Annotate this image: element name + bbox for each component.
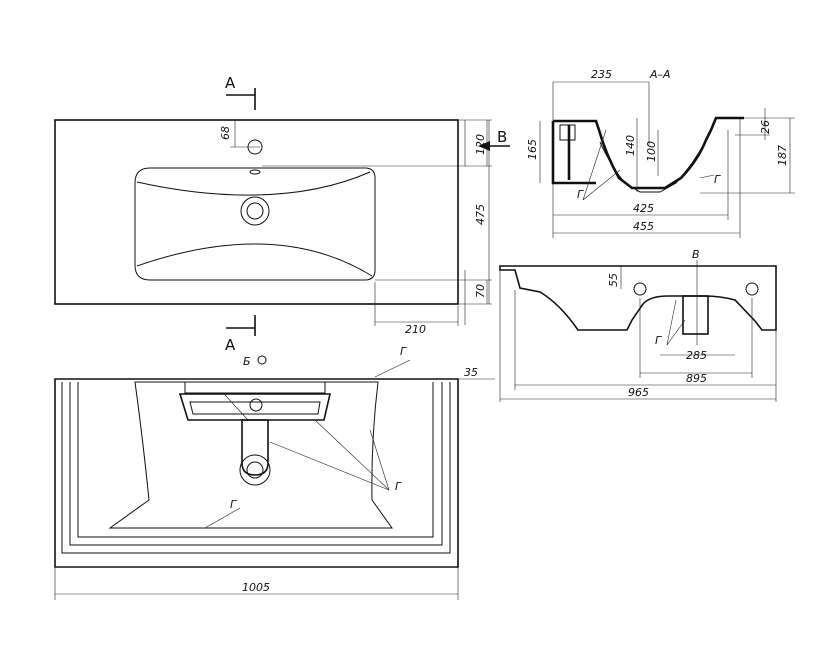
note-g-2: Г bbox=[714, 173, 721, 186]
dim-55: 55 bbox=[607, 273, 620, 287]
top-view bbox=[54, 88, 510, 336]
dim-70: 70 bbox=[474, 284, 487, 298]
view-b-arrow-label: B bbox=[497, 128, 507, 146]
note-g-5: Г bbox=[395, 480, 402, 493]
dim-285: 285 bbox=[686, 349, 707, 362]
dim-165: 165 bbox=[526, 139, 539, 160]
note-g-1: Г bbox=[577, 188, 584, 201]
section-a-top-label: A bbox=[225, 74, 236, 92]
dim-1005: 1005 bbox=[242, 581, 270, 594]
dim-455: 455 bbox=[633, 220, 654, 233]
dim-68: 68 bbox=[219, 126, 232, 140]
section-a-bottom-label: A bbox=[225, 336, 236, 354]
view-b-mark: Б bbox=[243, 355, 251, 368]
section-a-a-title: A–A bbox=[649, 68, 671, 81]
note-g-6: Г bbox=[230, 498, 237, 511]
bottom-view bbox=[54, 355, 495, 600]
dim-35: 35 bbox=[464, 366, 478, 379]
dim-210: 210 bbox=[405, 323, 426, 336]
view-b bbox=[499, 260, 777, 402]
top-view-dimensions bbox=[230, 119, 492, 326]
note-g-3: Г bbox=[655, 334, 662, 347]
labels: A A B A–A B Б Г Г Г Г Г Г 68 120 475 70 … bbox=[219, 68, 789, 594]
dim-235: 235 bbox=[591, 68, 612, 81]
dim-895: 895 bbox=[686, 372, 707, 385]
note-g-4: Г bbox=[400, 345, 407, 358]
dim-140: 140 bbox=[624, 135, 637, 156]
dim-187: 187 bbox=[776, 145, 789, 166]
dim-100: 100 bbox=[645, 141, 658, 162]
view-b-title: B bbox=[692, 248, 700, 261]
dim-425: 425 bbox=[633, 202, 654, 215]
dim-26: 26 bbox=[759, 120, 772, 134]
dim-965: 965 bbox=[628, 386, 649, 399]
dim-475: 475 bbox=[474, 204, 487, 225]
section-a-a bbox=[539, 81, 795, 238]
dim-120: 120 bbox=[474, 134, 487, 155]
